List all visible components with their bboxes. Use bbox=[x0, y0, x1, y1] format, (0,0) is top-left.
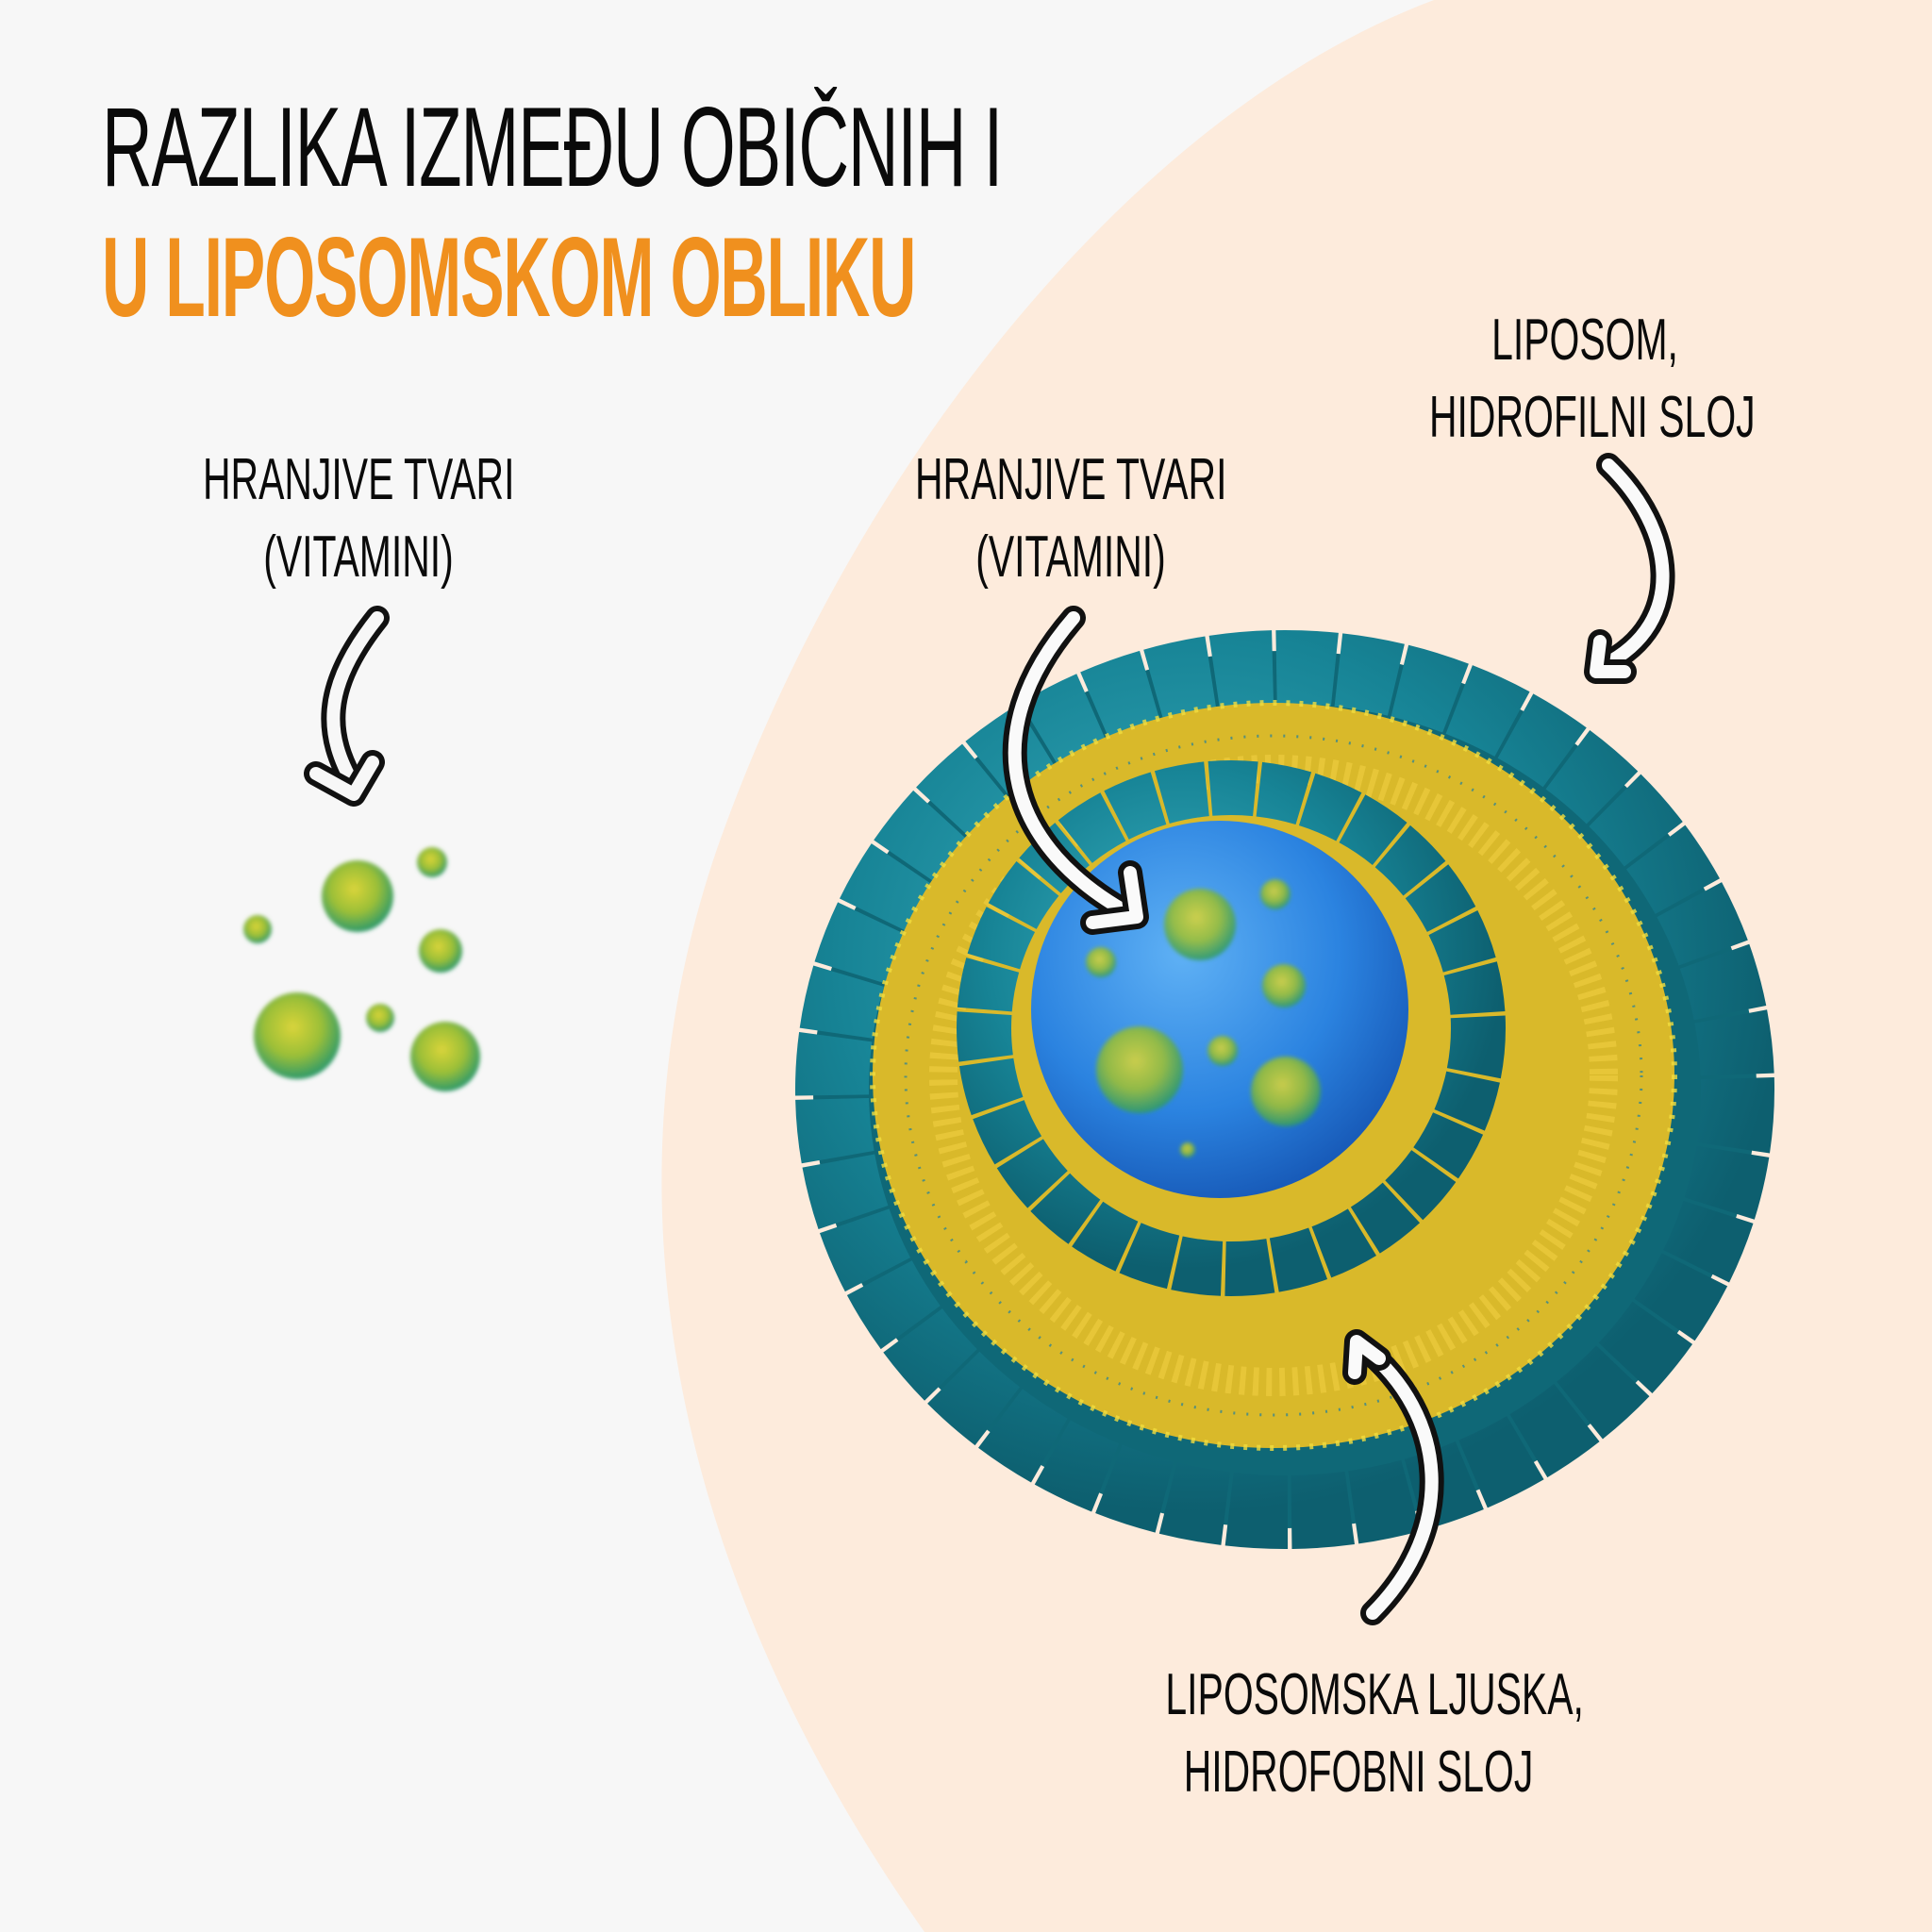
label-left-nutrients: HRANJIVE TVARI (VITAMINI) bbox=[203, 447, 515, 590]
page-title: RAZLIKA IZMEĐU OBIČNIH I U LIPOSOMSKOM O… bbox=[102, 91, 1554, 334]
label-hydrophobic-shell: LIPOSOMSKA LJUSKA, HIDROFOBNI SLOJ bbox=[1165, 1662, 1584, 1805]
title-line-1: RAZLIKA IZMEĐU OBIČNIH I bbox=[102, 84, 1003, 210]
label-right-nutrients: HRANJIVE TVARI (VITAMINI) bbox=[915, 447, 1227, 590]
title-line-2: U LIPOSOMSKOM OBLIKU bbox=[102, 214, 916, 341]
label-hydrophilic-layer: LIPOSOM, HIDROFILNI SLOJ bbox=[1429, 308, 1756, 450]
